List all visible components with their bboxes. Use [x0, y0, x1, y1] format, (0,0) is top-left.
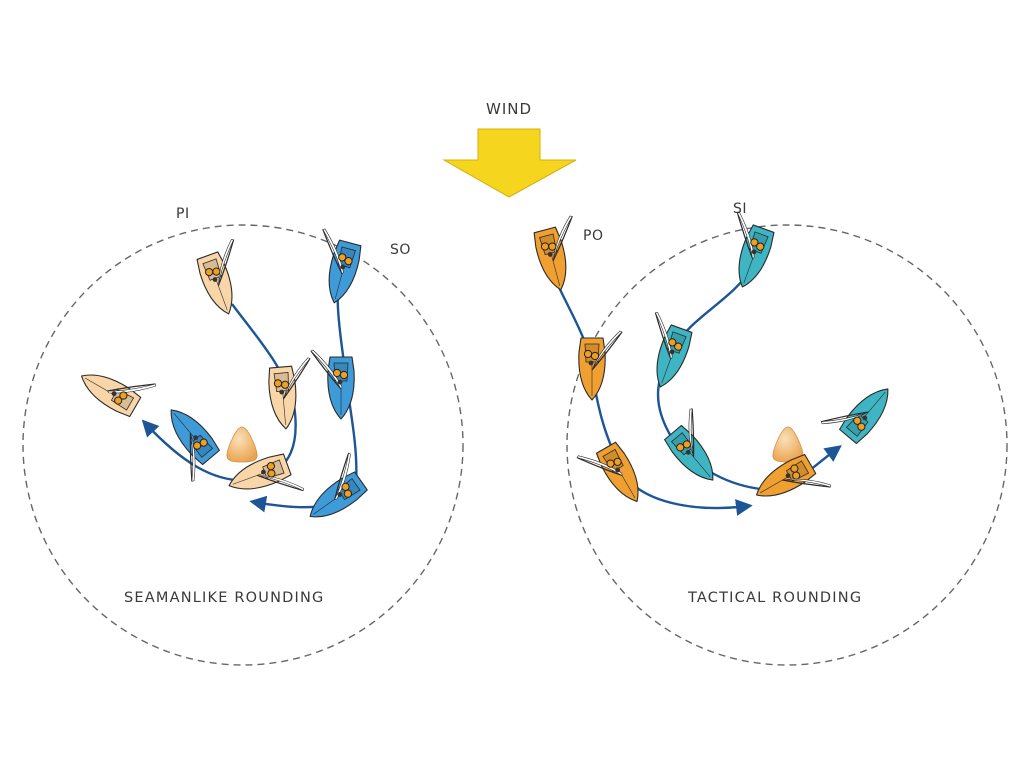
right-orange-track [546, 261, 753, 516]
caption-seamanlike: SEAMANLIKE ROUNDING [124, 590, 325, 606]
left-light-boat-2 [268, 357, 311, 430]
left-zone-circle [22, 224, 464, 666]
right-teal-boat-4 [820, 388, 889, 445]
right-zone-circle [566, 224, 1008, 666]
right-orange-boat-2 [578, 330, 623, 401]
left-mark [226, 426, 258, 463]
right-teal-boat-3 [664, 408, 714, 481]
right-teal-boat-2 [654, 312, 693, 388]
wind-arrow [442, 128, 577, 198]
marker-pi: PI [176, 206, 190, 222]
right-teal-boat-1 [736, 212, 775, 288]
left-blue-boat-4 [170, 409, 220, 482]
boats-layer [81, 212, 889, 518]
wind-label: WIND [486, 100, 533, 118]
marker-so: SO [390, 242, 411, 258]
right-orange-boat-4 [756, 453, 831, 497]
left-blue-boat-1 [322, 228, 362, 304]
left-blue-boat-3 [309, 452, 368, 518]
right-orange-boat-3 [576, 441, 639, 502]
left-light-boat-3 [228, 453, 304, 492]
marker-si: SI [733, 201, 748, 217]
left-blue-boat-2 [310, 349, 355, 420]
left-light-boat-1 [196, 239, 235, 315]
caption-tactical: TACTICAL ROUNDING [688, 590, 863, 606]
right-orange-boat-1 [533, 215, 573, 291]
left-light-boat-4 [81, 374, 156, 418]
marker-po: PO [583, 228, 604, 244]
